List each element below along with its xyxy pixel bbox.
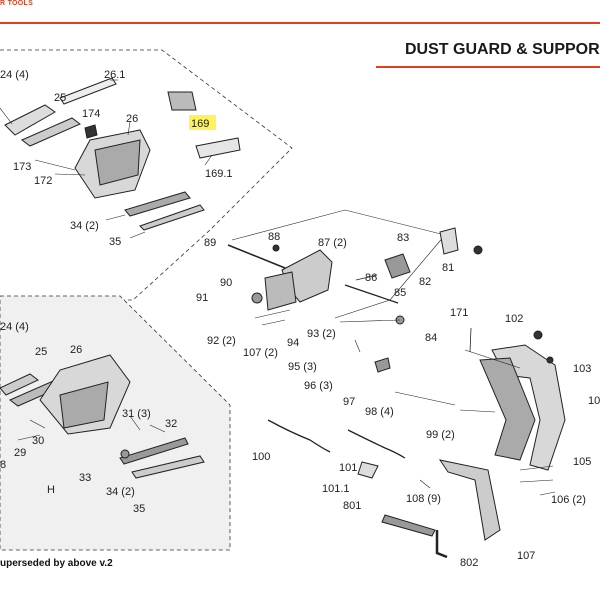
upper-part-label: 26 xyxy=(126,113,138,125)
main-part-label: 107 xyxy=(517,550,535,562)
page-title: DUST GUARD & SUPPOR xyxy=(405,41,600,58)
lower-labels: 24 (4) 25 26 31 (3) 32 30 29 8 33 34 (2) 35 H xyxy=(0,321,177,515)
main-part-label: 102 xyxy=(505,313,523,325)
title-underline xyxy=(376,66,600,68)
upper-part-label: 35 xyxy=(109,236,121,248)
lower-part-label: 8 xyxy=(0,459,6,471)
main-part-label: 85 xyxy=(394,287,406,299)
main-part-label: 105 xyxy=(573,456,591,468)
main-part-label: 10 xyxy=(588,395,600,407)
lower-part-label: 35 xyxy=(133,503,145,515)
main-part-label: 89 xyxy=(204,237,216,249)
main-part-label: 802 xyxy=(460,557,478,569)
lower-part-label: 29 xyxy=(14,447,26,459)
supersede-note: uperseded by above v.2 xyxy=(0,558,113,569)
main-part-label: 90 xyxy=(220,277,232,289)
upper-part-label: 34 (2) xyxy=(70,220,99,232)
main-part-label: 108 (9) xyxy=(406,493,441,505)
upper-assembly-parts xyxy=(0,77,241,239)
main-part-label: 171 xyxy=(450,307,468,319)
main-part-label: 91 xyxy=(196,292,208,304)
main-part-label: 103 xyxy=(573,363,591,375)
main-part-label: 101 xyxy=(339,462,357,474)
upper-part-label: 26.1 xyxy=(104,69,125,81)
lower-part-label: 33 xyxy=(79,472,91,484)
main-part-label: 87 (2) xyxy=(318,237,347,249)
main-part-label: 106 (2) xyxy=(551,494,586,506)
upper-part-label: 169.1 xyxy=(205,168,233,180)
top-accent-rule xyxy=(0,22,600,24)
main-part-label: 96 (3) xyxy=(304,380,333,392)
upper-part-label: 169 xyxy=(191,118,209,130)
lower-part-label: H xyxy=(47,484,55,496)
main-part-label: 83 xyxy=(397,232,409,244)
lower-part-label: 25 xyxy=(35,346,47,358)
main-part-label: 88 xyxy=(268,231,280,243)
main-part-label: 95 (3) xyxy=(288,361,317,373)
upper-part-label: 174 xyxy=(82,108,100,120)
upper-part-label: 24 (4) xyxy=(0,69,29,81)
main-part-label: 101.1 xyxy=(322,483,350,495)
lower-part-label: 31 (3) xyxy=(122,408,151,420)
lower-part-label: 30 xyxy=(32,435,44,447)
upper-group-outline xyxy=(0,49,293,301)
main-part-label: 98 (4) xyxy=(365,406,394,418)
brand-text: R TOOLS xyxy=(0,0,34,7)
main-part-label: 801 xyxy=(343,500,361,512)
highlight-169 xyxy=(189,115,216,130)
main-assembly-parts xyxy=(227,209,566,559)
lower-part-label: 24 (4) xyxy=(0,321,29,333)
main-part-label: 93 (2) xyxy=(307,328,336,340)
upper-part-label: 172 xyxy=(34,175,52,187)
main-part-label: 82 xyxy=(419,276,431,288)
main-labels: 89 88 87 (2) 83 81 86 82 90 85 91 171 102 92 (2) 107 … xyxy=(196,231,600,569)
lower-part-label: 34 (2) xyxy=(106,486,135,498)
main-part-label: 84 xyxy=(425,332,437,344)
main-part-label: 94 xyxy=(287,337,299,349)
main-part-label: 99 (2) xyxy=(426,429,455,441)
main-part-label: 86 xyxy=(365,272,377,284)
main-part-label: 107 (2) xyxy=(243,347,278,359)
lower-part-label: 26 xyxy=(70,344,82,356)
main-part-label: 97 xyxy=(343,396,355,408)
main-part-label: 100 xyxy=(252,451,270,463)
main-part-label: 81 xyxy=(442,262,454,274)
upper-part-label: 25 xyxy=(54,92,66,104)
lower-assembly-parts xyxy=(0,354,205,479)
lower-group-outline xyxy=(0,295,231,551)
main-part-label: 92 (2) xyxy=(207,335,236,347)
upper-part-label: 173 xyxy=(13,161,31,173)
lower-part-label: 32 xyxy=(165,418,177,430)
